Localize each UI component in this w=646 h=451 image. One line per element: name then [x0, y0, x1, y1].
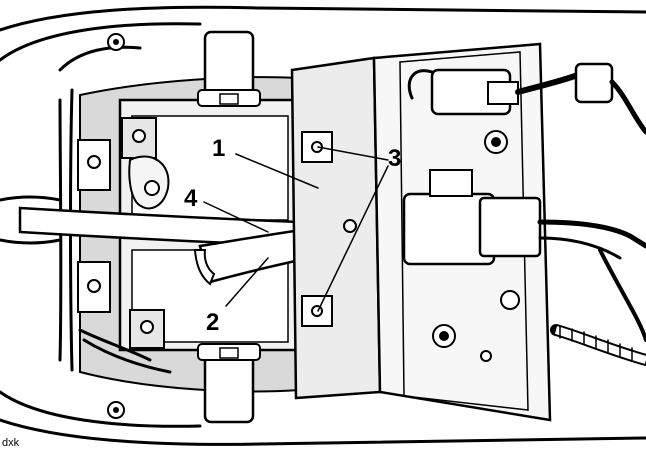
center-panel — [290, 56, 382, 400]
rubber-band-top — [197, 30, 261, 107]
leader-lines — [203, 146, 389, 312]
battery-lead-wires — [78, 328, 172, 374]
callout-3: 3 — [388, 145, 401, 172]
frame-holes — [107, 33, 125, 419]
left-bracket — [77, 139, 111, 313]
figure-code: dxk — [2, 437, 20, 449]
callout-4: 4 — [184, 185, 198, 212]
callout-2: 2 — [206, 309, 219, 336]
wire-harness — [550, 248, 646, 366]
rubber-band-bottom — [197, 343, 261, 424]
control-unit — [402, 169, 646, 266]
callout-1: 1 — [212, 135, 225, 162]
top-connector — [407, 62, 646, 135]
